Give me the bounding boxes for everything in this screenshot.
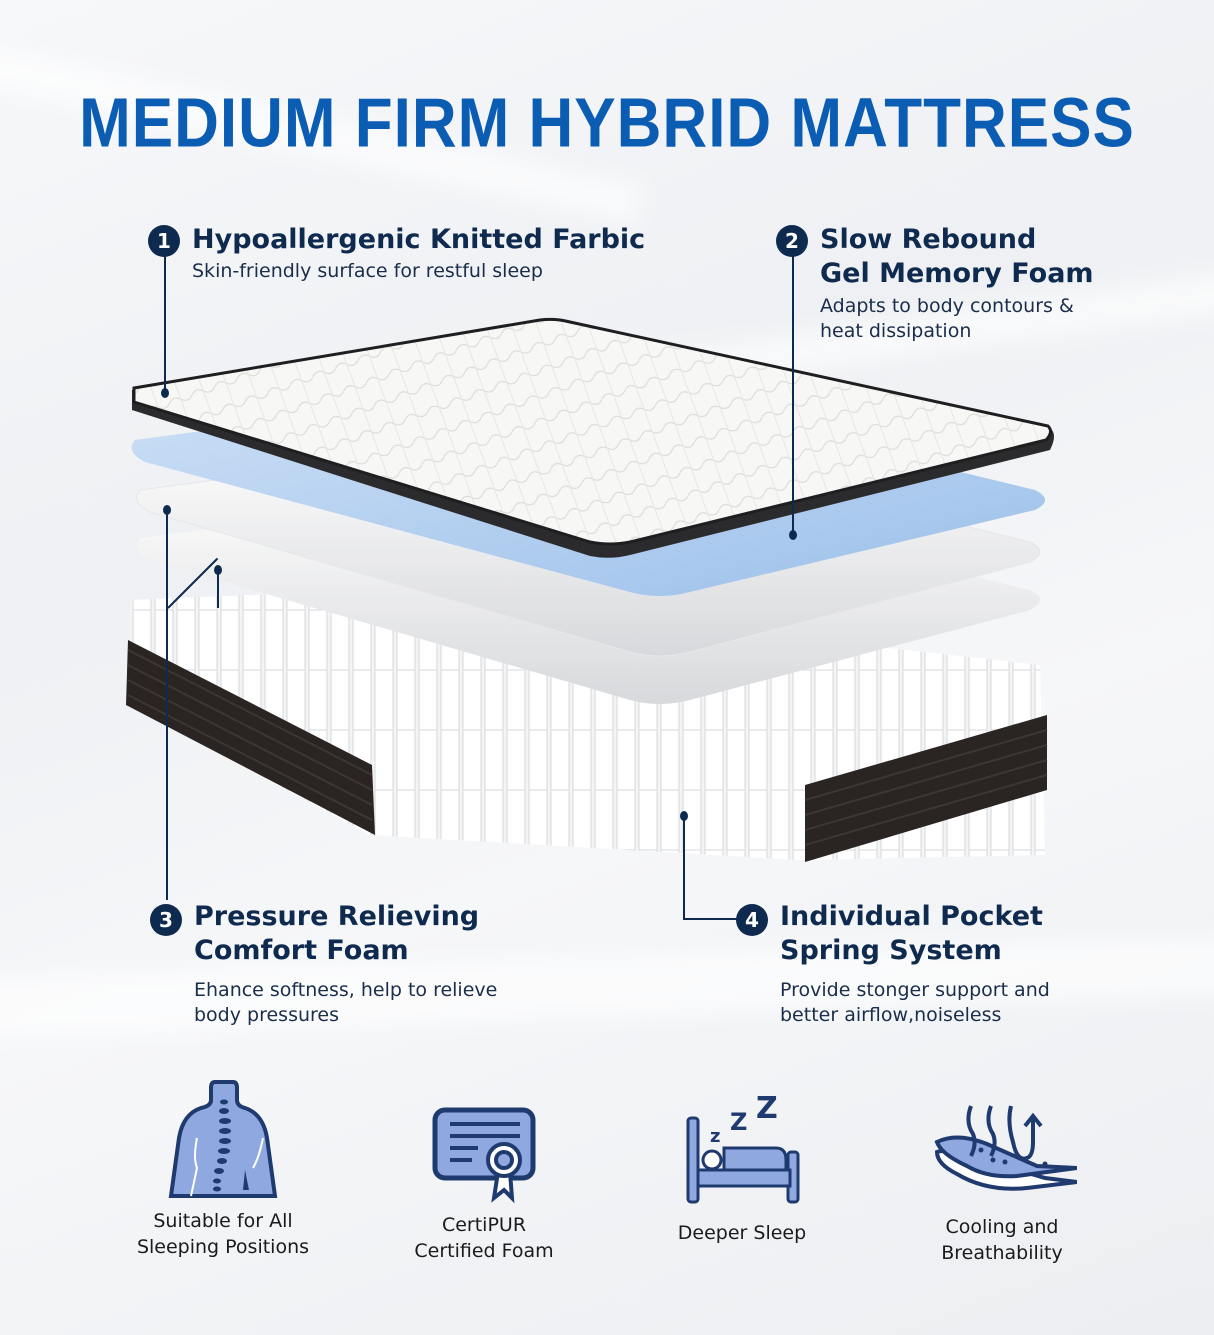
feature-caption-line: Cooling and bbox=[945, 1216, 1059, 1238]
layer-description-line: Ehance softness, help to relieve bbox=[194, 979, 498, 1001]
cooling-layers-icon bbox=[934, 1105, 1077, 1191]
leader-dot-1 bbox=[161, 388, 169, 398]
mattress-layers-illustration bbox=[126, 317, 1054, 862]
layer-description: Skin-friendly surface for restful sleep bbox=[192, 260, 543, 282]
layer-title-line: Individual Pocket bbox=[780, 901, 1043, 932]
certificate-icon bbox=[432, 1107, 536, 1204]
leader-line-4h bbox=[683, 918, 739, 920]
layer-description-line: Provide stonger support and bbox=[780, 979, 1050, 1001]
sleeping-bed-icon: z Z Z bbox=[686, 1091, 800, 1204]
leader-line-4 bbox=[683, 815, 685, 919]
number-badge-2: 2 bbox=[776, 225, 808, 257]
feature-caption-line: CertiPUR bbox=[441, 1214, 527, 1236]
feature-sleeping-positions: Suitable for All Sleeping Positions bbox=[103, 1078, 343, 1260]
number-badge-1: 1 bbox=[148, 225, 180, 257]
feature-cooling: Cooling and Breathability bbox=[882, 1102, 1122, 1266]
layer-title-line: Pressure Relieving bbox=[194, 901, 480, 932]
layer-description-line: body pressures bbox=[194, 1004, 339, 1026]
feature-certipur: CertiPUR Certified Foam bbox=[364, 1104, 604, 1264]
leader-dot-3b bbox=[214, 565, 222, 575]
leader-line-3b bbox=[217, 568, 219, 608]
feature-deeper-sleep: z Z Z Deeper Sleep bbox=[622, 1090, 862, 1246]
leader-dot-2 bbox=[789, 530, 797, 540]
spine-icon bbox=[168, 1080, 278, 1198]
layer-title-line: Comfort Foam bbox=[194, 935, 409, 966]
feature-caption-line: Certified Foam bbox=[414, 1240, 554, 1262]
svg-text:Z: Z bbox=[730, 1108, 747, 1136]
svg-text:Z: Z bbox=[756, 1091, 778, 1126]
feature-caption-line: Breathability bbox=[941, 1242, 1063, 1264]
layer-description-line: better airflow,noiseless bbox=[780, 1004, 1002, 1026]
layer-title-line: Spring System bbox=[780, 935, 1002, 966]
leader-line-2 bbox=[792, 256, 794, 532]
feature-caption-line: Suitable for All bbox=[153, 1210, 293, 1232]
leader-dot-3a bbox=[163, 505, 171, 515]
layer-title-line: Gel Memory Foam bbox=[820, 258, 1094, 289]
leader-dot-4 bbox=[680, 811, 688, 821]
layer-title-line: Slow Rebound bbox=[820, 224, 1037, 255]
layer-description-line: Adapts to body contours & bbox=[820, 295, 1074, 317]
feature-caption-line: Deeper Sleep bbox=[677, 1222, 807, 1244]
number-badge-4: 4 bbox=[736, 904, 768, 936]
feature-caption-line: Sleeping Positions bbox=[136, 1236, 310, 1258]
page-title: MEDIUM FIRM HYBRID MATTRESS bbox=[79, 84, 1135, 163]
svg-text:z: z bbox=[710, 1126, 720, 1147]
layer-description-line: heat dissipation bbox=[820, 320, 972, 342]
layer-title: Hypoallergenic Knitted Farbic bbox=[192, 224, 646, 255]
leader-line-3 bbox=[166, 508, 168, 900]
leader-line-1 bbox=[164, 256, 166, 390]
number-badge-3: 3 bbox=[150, 904, 182, 936]
